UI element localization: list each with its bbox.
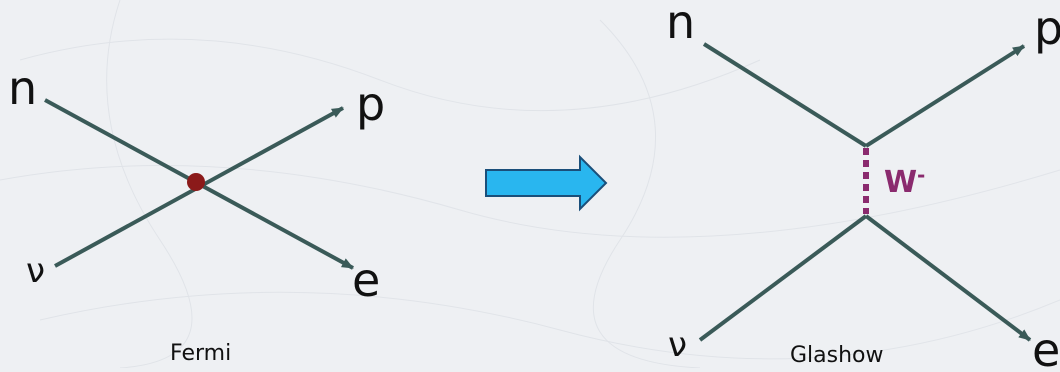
w-boson-charge: -	[917, 163, 925, 187]
glashow-label-n: n	[666, 0, 695, 49]
glashow-line-vertex-to-p	[864, 44, 1026, 148]
glashow-line-vertex-to-e	[864, 214, 1032, 342]
fermi-caption: Fermi	[170, 341, 231, 366]
w-boson-label: W	[884, 165, 917, 200]
glashow-diagram: n p ν e W - Glashow	[666, 0, 1060, 372]
fermi-label-nu: ν	[26, 251, 45, 291]
glashow-label-nu: ν	[668, 325, 687, 365]
fermi-label-e: e	[352, 253, 380, 307]
right-arrow-icon	[485, 154, 608, 212]
fermi-diagram: n p ν e Fermi	[8, 61, 385, 366]
glashow-label-p: p	[1034, 1, 1060, 55]
fermi-vertex	[187, 173, 205, 191]
glashow-line-n-to-vertex	[702, 42, 868, 148]
fermi-label-p: p	[356, 77, 385, 131]
glashow-label-e: e	[1032, 323, 1060, 368]
fermi-label-n: n	[8, 61, 37, 115]
glashow-line-nu-to-vertex	[698, 214, 868, 342]
glashow-caption: Glashow	[790, 343, 884, 368]
